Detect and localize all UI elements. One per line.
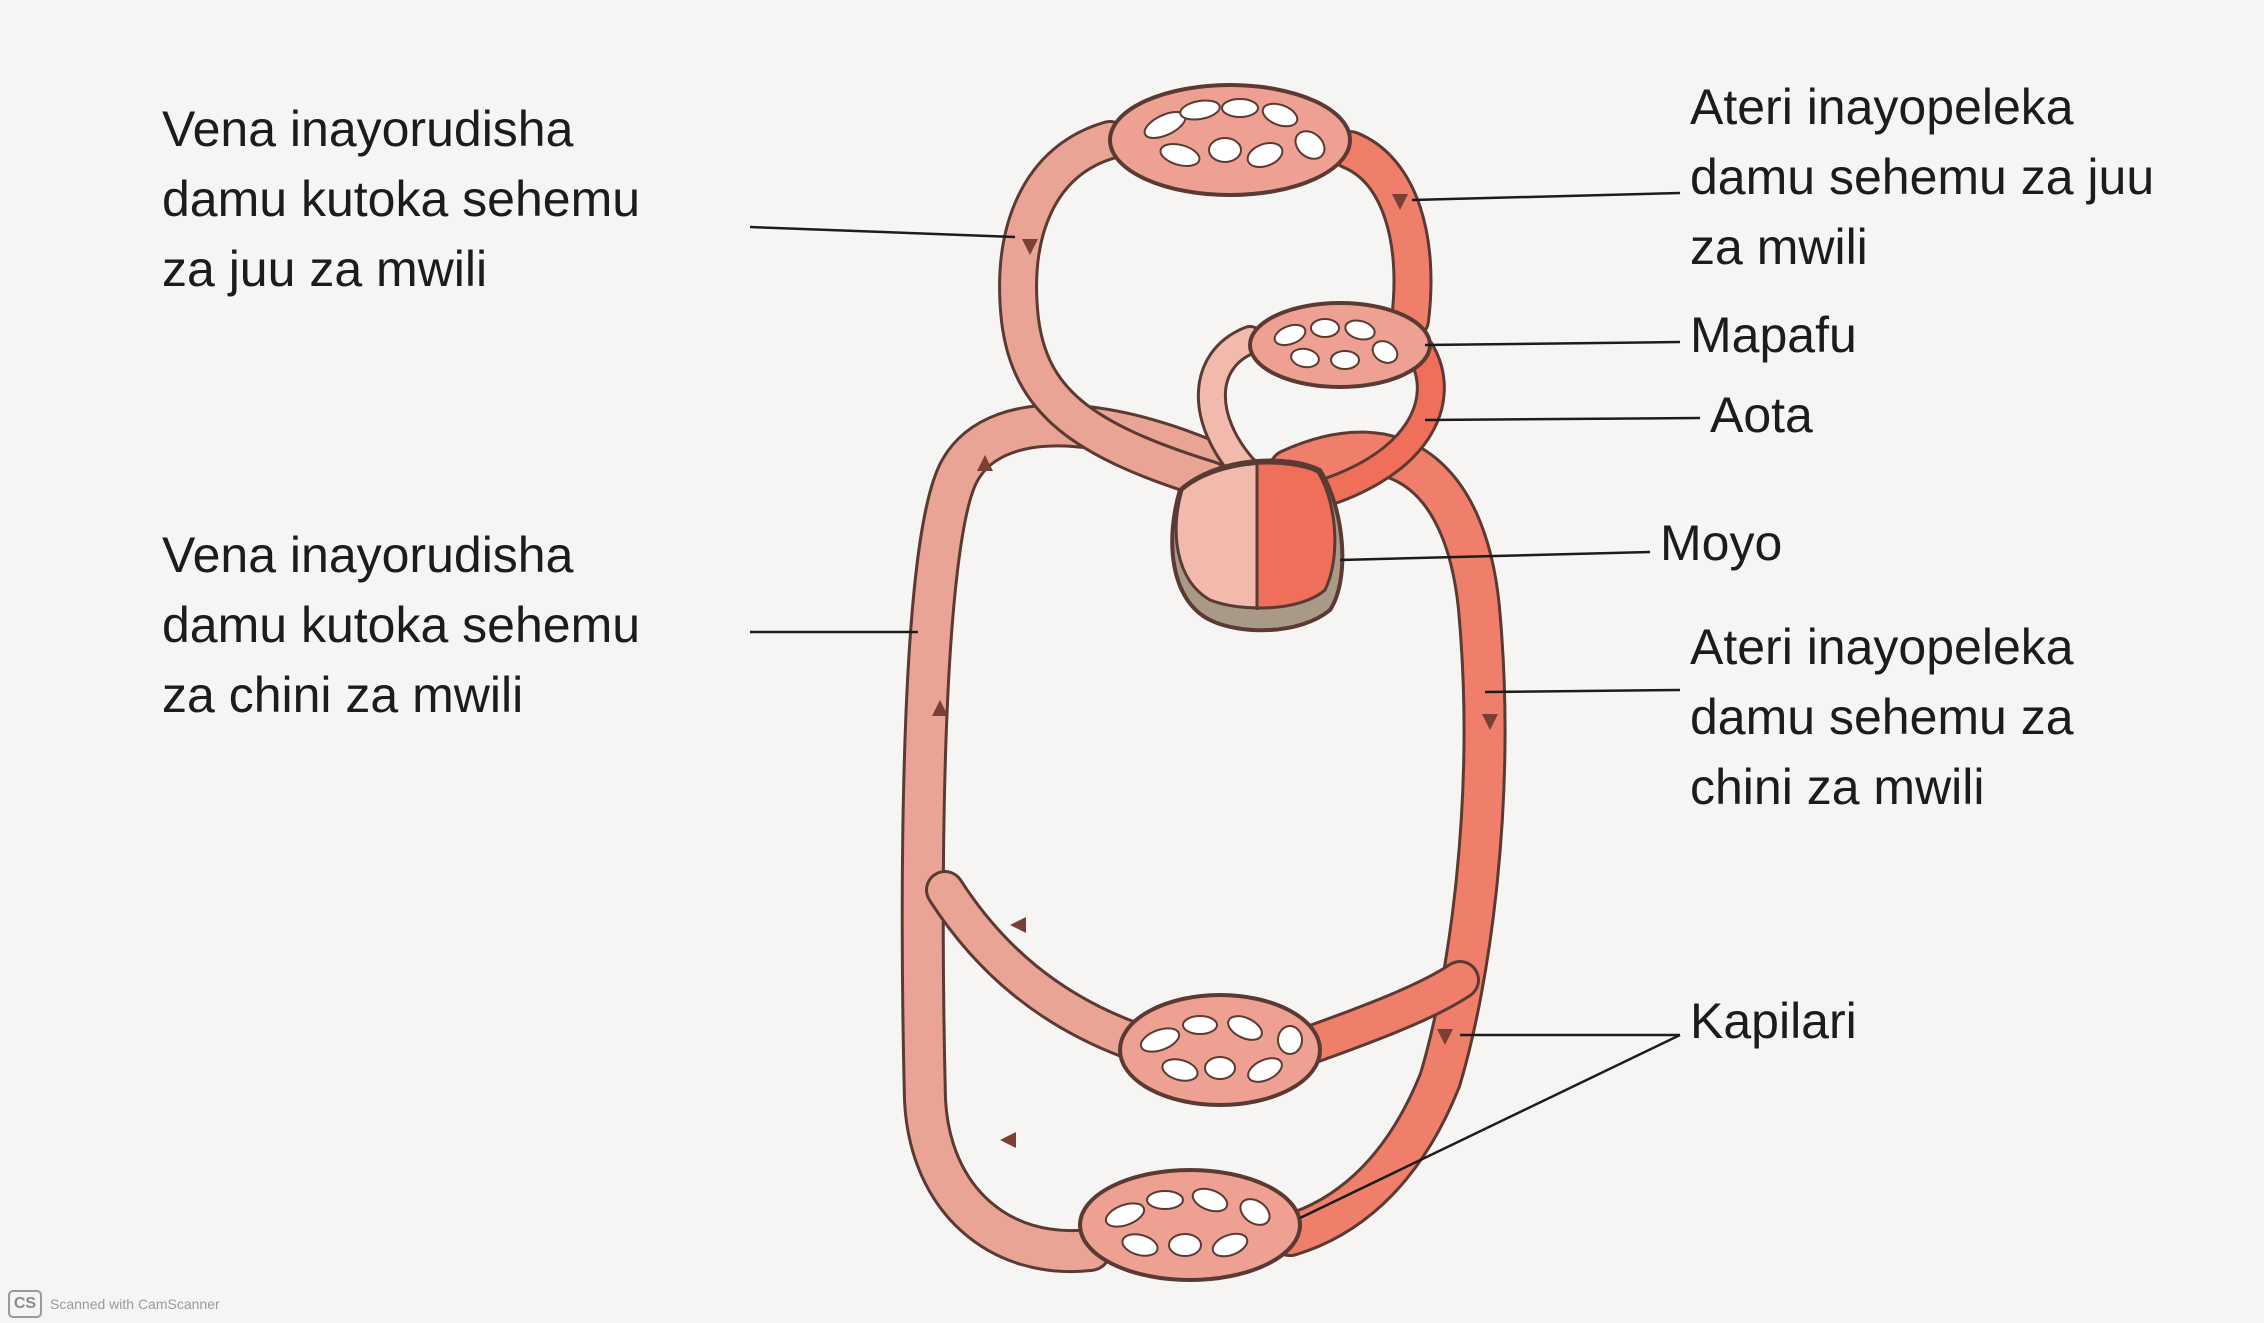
label-line: Ateri inayopeleka xyxy=(1690,619,2074,675)
label-mapafu: Mapafu xyxy=(1690,300,1857,370)
arrow-left-icon xyxy=(1000,1132,1016,1148)
label-line: Mapafu xyxy=(1690,307,1857,363)
label-aota: Aota xyxy=(1710,380,1813,450)
label-moyo: Moyo xyxy=(1660,508,1782,578)
label-line: za mwili xyxy=(1690,219,1868,275)
label-line: za chini za mwili xyxy=(162,667,524,723)
capillary-bed-lower-1 xyxy=(1118,993,1322,1107)
leader-line-moyo xyxy=(1339,550,1651,562)
label-kapilari: Kapilari xyxy=(1690,986,1857,1056)
leader-line-vena-upper xyxy=(749,225,1016,239)
leader-line-ateri-upper xyxy=(1411,191,1681,202)
label-line: damu kutoka sehemu xyxy=(162,171,641,227)
vessel-middle-loop xyxy=(925,870,1480,1065)
arrow-up-icon xyxy=(977,455,993,471)
leader-line-aota xyxy=(1424,416,1701,422)
arrow-down-icon xyxy=(1482,714,1498,730)
label-line: chini za mwili xyxy=(1690,759,1985,815)
leader-lines xyxy=(749,191,1701,1220)
leader-line-mapafu xyxy=(1424,340,1681,347)
heart xyxy=(1170,458,1345,633)
arrow-down-icon xyxy=(1437,1029,1453,1045)
flow-arrows xyxy=(932,194,1498,1148)
capillary-bed-upper xyxy=(1108,83,1352,197)
arrow-up-icon xyxy=(932,700,948,716)
label-line: damu kutoka sehemu xyxy=(162,597,641,653)
label-line: Aota xyxy=(1710,387,1813,443)
label-ateri-lower: Ateri inayopeleka damu sehemu za chini z… xyxy=(1690,612,2074,822)
watermark-text: Scanned with CamScanner xyxy=(50,1296,220,1312)
label-line: Kapilari xyxy=(1690,993,1857,1049)
label-line: Vena inayorudisha xyxy=(162,101,574,157)
label-line: za juu za mwili xyxy=(162,241,488,297)
arrow-down-icon xyxy=(1392,194,1408,210)
watermark: CS Scanned with CamScanner xyxy=(8,1290,220,1318)
capillary-bed-lower-2 xyxy=(1078,1168,1302,1282)
label-line: Vena inayorudisha xyxy=(162,527,574,583)
vessel-pulmonary-loop xyxy=(1196,325,1446,515)
arrow-down-icon xyxy=(1022,239,1038,255)
leader-line-ateri-lower xyxy=(1484,688,1681,694)
camscanner-logo: CS xyxy=(8,1290,42,1318)
capillary-bed-lungs xyxy=(1248,301,1432,389)
label-line: damu sehemu za juu xyxy=(1690,149,2155,205)
label-vena-lower: Vena inayorudisha damu kutoka sehemu za … xyxy=(162,520,640,730)
label-line: Moyo xyxy=(1660,515,1783,571)
vessel-upper-loop xyxy=(998,120,1433,500)
label-vena-upper: Vena inayorudisha damu kutoka sehemu za … xyxy=(162,94,640,304)
label-line: Ateri inayopeleka xyxy=(1690,79,2074,135)
leader-line-kapilari-2 xyxy=(1299,1033,1681,1220)
label-ateri-upper: Ateri inayopeleka damu sehemu za juu za … xyxy=(1690,72,2154,282)
label-line: damu sehemu za xyxy=(1690,689,2074,745)
arrow-left-icon xyxy=(1010,917,1026,933)
